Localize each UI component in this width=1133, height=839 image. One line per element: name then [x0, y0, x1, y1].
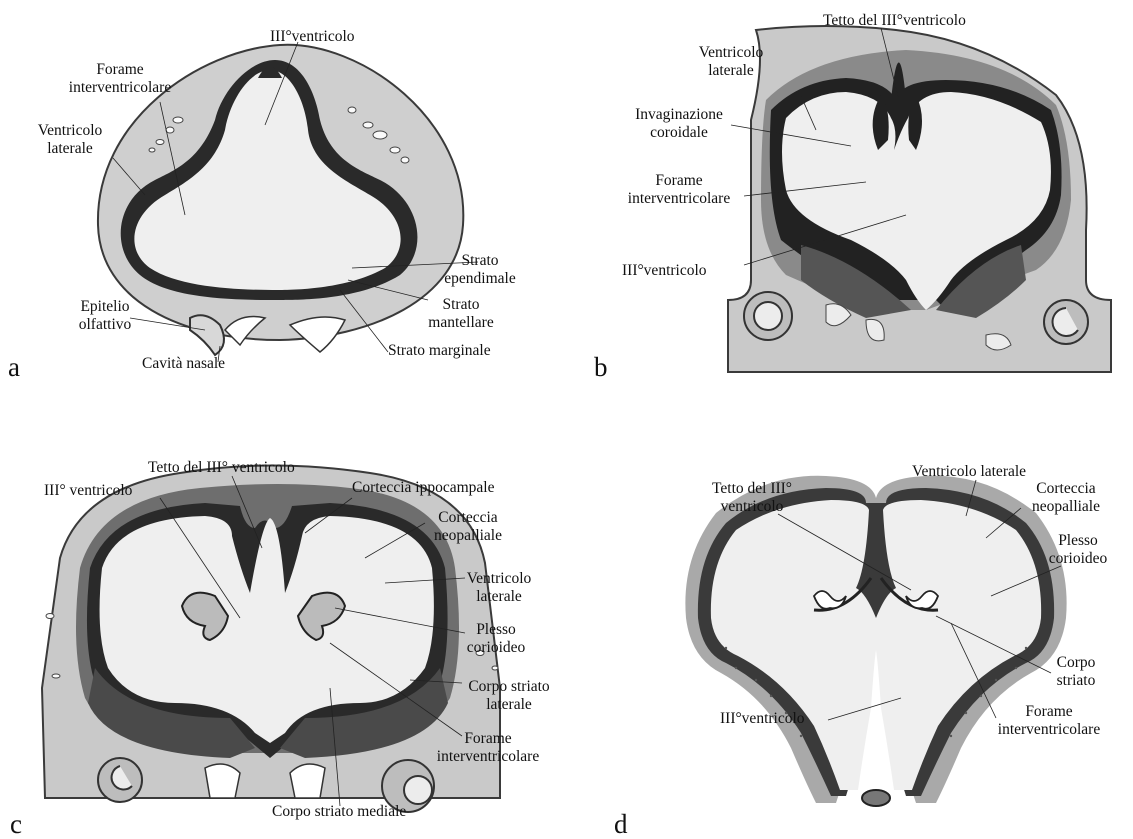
label-third-ventricle-roof: Tetto del III° ventricolo: [148, 459, 295, 477]
panel-letter-a: a: [8, 354, 20, 381]
panel-letter-c: c: [10, 811, 22, 838]
panel-c: Tetto del III° ventricolo III° ventricol…: [0, 418, 566, 837]
label-third-ventricle-roof: Tetto del III° ventricolo: [692, 480, 812, 516]
panel-letter-b: b: [594, 354, 608, 381]
label-hippocampal-cortex: Corteccia ippocampale: [352, 479, 494, 497]
label-interventricular-foramen: Forame interventricolare: [426, 730, 550, 766]
panel-a: III°ventricolo Forame interventricolare …: [0, 0, 566, 418]
label-neopallial-cortex: Corteccia neopalliale: [420, 509, 516, 545]
label-lateral-ventricle: Ventricolo laterale: [912, 463, 1026, 481]
panel-d: Tetto del III° ventricolo Ventricolo lat…: [566, 418, 1133, 837]
label-lateral-ventricle: Ventricolo laterale: [452, 570, 546, 606]
label-third-ventricle-roof: Tetto del III°ventricolo: [823, 12, 966, 30]
label-third-ventricle: III°ventricolo: [720, 710, 805, 728]
label-lateral-ventricle: Ventricolo laterale: [686, 44, 776, 80]
label-choroid-plexus: Plesso corioideo: [458, 621, 534, 657]
brain-section-b: [566, 0, 1133, 418]
label-neopallial-cortex: Corteccia neopalliale: [1018, 480, 1114, 516]
label-interventricular-foramen: Forame interventricolare: [614, 172, 744, 208]
label-striatum: Corpo striato: [1046, 654, 1106, 690]
label-choroid-invagination: Invaginazione coroidale: [624, 106, 734, 142]
label-third-ventricle: III°ventricolo: [270, 28, 355, 46]
label-ependymal-layer: Strato ependimale: [436, 252, 524, 288]
label-third-ventricle: III° ventricolo: [44, 482, 132, 500]
label-interventricular-foramen: Forame interventricolare: [60, 61, 180, 97]
label-lateral-ventricle: Ventricolo laterale: [22, 122, 118, 158]
label-lateral-striatum: Corpo striato laterale: [456, 678, 562, 714]
label-medial-striatum: Corpo striato mediale: [272, 803, 406, 821]
label-third-ventricle: III°ventricolo: [622, 262, 707, 280]
label-olfactory-epithelium: Epitelio olfattivo: [64, 298, 146, 334]
panel-b: Tetto del III°ventricolo Ventricolo late…: [566, 0, 1133, 418]
label-interventricular-foramen: Forame interventricolare: [984, 703, 1114, 739]
panel-letter-d: d: [614, 811, 628, 838]
label-choroid-plexus: Plesso corioideo: [1038, 532, 1118, 568]
label-nasal-cavity: Cavità nasale: [142, 355, 225, 373]
label-mantle-layer: Strato mantellare: [420, 296, 502, 332]
label-marginal-layer: Strato marginale: [388, 342, 491, 360]
